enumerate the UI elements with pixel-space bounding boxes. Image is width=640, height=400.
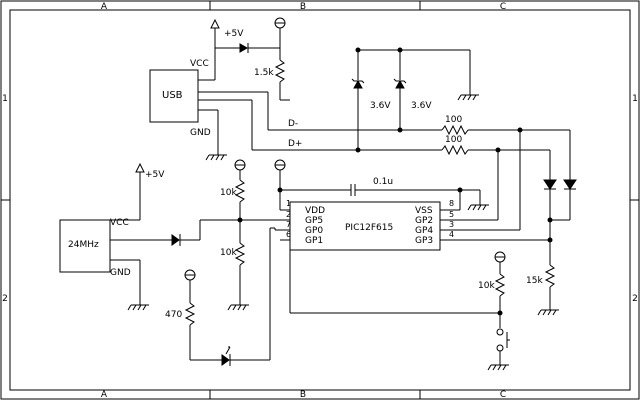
plus5-top-label: +5V (224, 29, 244, 39)
capacitor-0u1 (350, 184, 356, 196)
grid-row-1-right: 1 (632, 94, 638, 104)
resistor-1k5-label: 1.5k (254, 68, 274, 78)
mcu-pin3-name: GP4 (415, 226, 433, 236)
junction-switch (497, 310, 503, 316)
oscillator-module (59, 219, 111, 273)
junction-zener-2 (397, 47, 403, 53)
net-dminus-label: D- (288, 119, 298, 129)
mcu-pin6-name: GP1 (305, 236, 323, 246)
usb-gnd-label: GND (190, 128, 211, 138)
grid-col-a-bottom: A (101, 390, 108, 400)
grid-col-b-top: B (300, 2, 306, 12)
capacitor-label: 0.1u (373, 177, 393, 187)
grid-row-2-right: 2 (632, 294, 638, 304)
resistor-10k-bottom-label: 10k (220, 248, 237, 258)
mcu-pin1-name: VDD (305, 206, 325, 216)
diode-right-1 (543, 179, 557, 190)
gnd-mcu (467, 204, 490, 211)
usb-connector (149, 69, 199, 123)
mcu-pin8-name: VSS (415, 206, 433, 216)
resistor-10k-top (234, 179, 246, 203)
gnd-15k (537, 309, 560, 316)
mcu-pin5-num: 5 (449, 210, 454, 219)
usb-vcc-label: VCC (190, 59, 209, 69)
usb-power-diode (239, 43, 249, 53)
mcu-pin7-num: 7 (286, 220, 291, 229)
resistor-100-dminus (441, 124, 469, 136)
oscillator-label: 24MHz (68, 240, 99, 250)
grid-row-2-left: 2 (2, 294, 8, 304)
vcc-circle-led (184, 269, 196, 281)
gnd-oscillator (127, 304, 150, 311)
mcu-pin8-num: 8 (449, 199, 454, 208)
grid-col-a-top: A (101, 2, 108, 12)
mcu-pin5-name: GP2 (415, 216, 433, 226)
net-dplus-label: D+ (288, 139, 302, 149)
mcu-pin1-num: 1 (286, 199, 291, 208)
gnd-zener (457, 94, 480, 101)
mcu-pin7-name: GP0 (305, 226, 323, 236)
resistor-10k-switch-label: 10k (478, 281, 495, 291)
mcu-pin2-name: GP5 (305, 216, 323, 226)
oscillator-gnd-label: GND (110, 268, 131, 278)
usb-label: USB (162, 90, 183, 101)
vcc-circle-mcu (274, 159, 286, 171)
grid-row-1-left: 1 (2, 94, 8, 104)
zener-diode-2 (393, 78, 407, 89)
mcu-chip (289, 201, 441, 251)
resistor-15k-label: 15k (526, 276, 543, 286)
gnd-usb (205, 154, 228, 161)
gnd-switch (487, 364, 510, 371)
gnd-divider (227, 304, 250, 311)
mcu-name: PIC12F615 (345, 223, 393, 233)
resistor-100-dplus (441, 144, 469, 156)
plus5-osc-label: +5V (145, 170, 165, 180)
vcc-circle-usb (274, 17, 286, 29)
plus5-triangle-osc (135, 162, 145, 173)
resistor-10k-switch (494, 273, 506, 297)
resistor-1k5 (274, 59, 286, 83)
resistor-15k (544, 264, 556, 288)
zener-2-label: 3.6V (411, 101, 432, 111)
mcu-pin4-num: 4 (449, 230, 454, 239)
zener-diode-1 (351, 78, 365, 89)
resistor-470-label: 470 (165, 310, 182, 320)
mcu-pin4-name: GP3 (415, 236, 433, 246)
zener-1-label: 3.6V (370, 101, 391, 111)
junction-dplus (355, 147, 361, 153)
led-diode (221, 346, 231, 366)
grid-col-c-top: C (500, 2, 506, 12)
grid-col-b-bottom: B (300, 390, 306, 400)
push-switch (496, 328, 510, 352)
oscillator-diode (171, 234, 181, 246)
oscillator-vcc-label: VCC (110, 218, 129, 228)
resistor-10k-bottom (234, 242, 246, 266)
junction-dminus (397, 127, 403, 133)
junction-zener-1 (355, 47, 361, 53)
mcu-pin3-num: 3 (449, 220, 454, 229)
junction-diode-merge (547, 217, 553, 223)
diode-right-2 (563, 179, 577, 190)
resistor-10k-top-label: 10k (220, 188, 237, 198)
mcu-pin6-num: 6 (286, 230, 291, 239)
resistor-470 (184, 302, 196, 326)
plus5-triangle-top (210, 18, 220, 29)
resistor-100-dminus-label: 100 (445, 115, 462, 125)
vcc-circle-switch (494, 251, 506, 263)
resistor-100-dplus-label: 100 (445, 135, 462, 145)
mcu-pin2-num: 2 (286, 210, 291, 219)
vcc-circle-divider (234, 159, 246, 171)
grid-col-c-bottom: C (500, 390, 506, 400)
